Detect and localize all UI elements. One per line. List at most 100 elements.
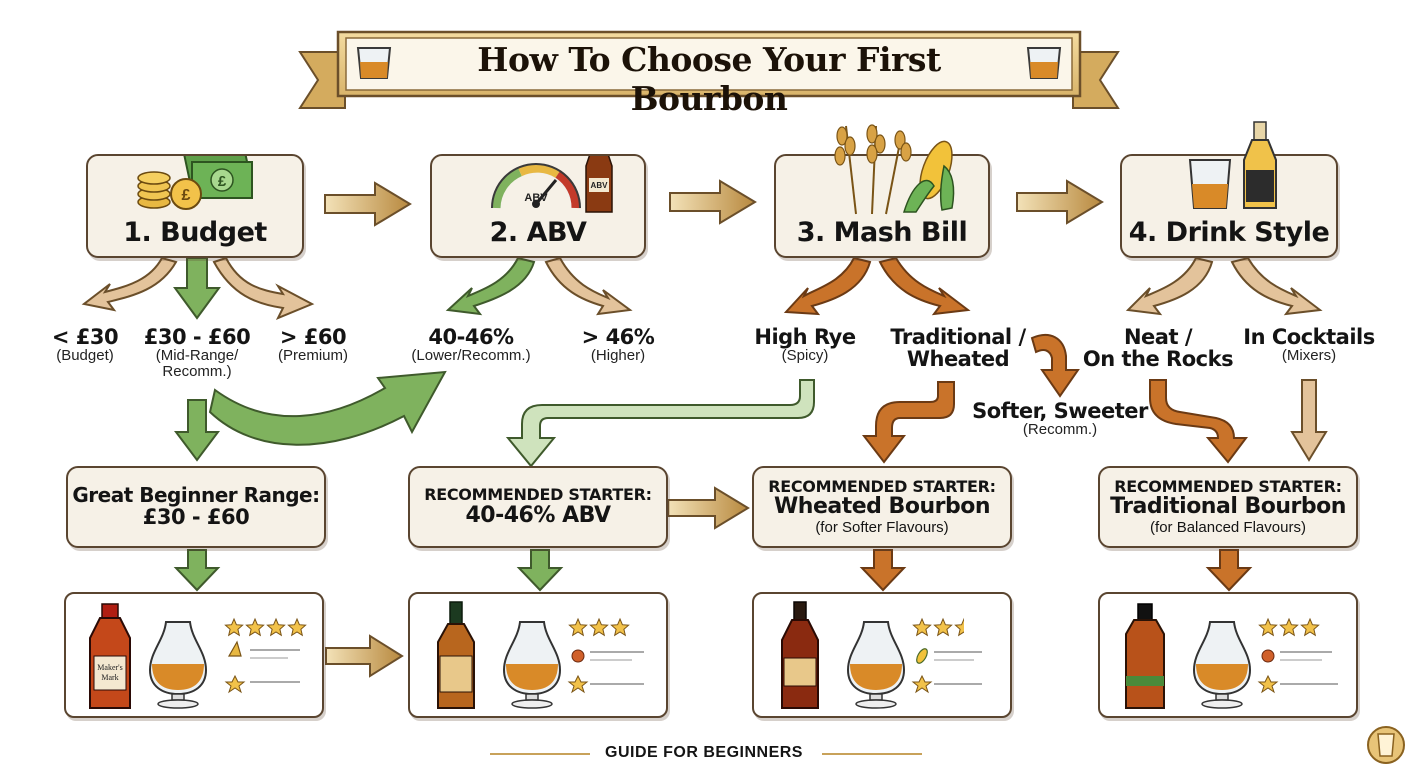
result-abv-starter: RECOMMENDED STARTER: 40-46% ABV: [408, 466, 668, 548]
glencairn-glass-icon: [1192, 621, 1252, 709]
abv-gauge-icon: ABV ABV: [491, 156, 613, 213]
footer-label: GUIDE FOR BEGINNERS: [605, 744, 803, 761]
whisky-glass-icon: [356, 47, 392, 79]
step-mash-bill: 3. Mash Bill: [774, 124, 990, 258]
step-title: 4. Drink Style: [1128, 217, 1330, 248]
option-budget-high: > £60 (Premium): [278, 325, 348, 365]
caramel-icon: [227, 640, 242, 657]
step-drink-style: 4. Drink Style: [1120, 121, 1338, 258]
svg-text:ABV: ABV: [591, 181, 609, 190]
option-high-rye: High Rye (Spicy): [754, 325, 856, 365]
step-budget: £ £ 1. Budget: [86, 154, 304, 258]
svg-text:£: £: [182, 187, 191, 204]
bottle-icon: [1243, 121, 1277, 209]
arrow-mash-high-rye: [783, 256, 872, 316]
rating-star-icon: [245, 617, 265, 637]
product-card-2: [408, 592, 668, 718]
bottle-icon: [781, 601, 819, 709]
rating-star-icon: [610, 617, 630, 637]
rating-star-icon: [266, 617, 286, 637]
money-icon: £ £: [137, 156, 253, 210]
option-in-cocktails: In Cocktails (Mixers): [1243, 325, 1375, 365]
glencairn-glass-icon: [846, 621, 906, 709]
arrow-cocktails-to-traditional: [1290, 379, 1328, 462]
page-title: How To Choose Your First Bourbon: [477, 40, 941, 118]
svg-text:Mark: Mark: [101, 673, 118, 682]
option-softer-sweeter: Softer, Sweeter (Recomm.): [972, 399, 1148, 439]
arrow-abv-low: [445, 256, 536, 316]
spice-icon: [571, 649, 585, 663]
arrow-starter-to-product2: [516, 549, 564, 592]
arrow-wheated-to-product3: [859, 549, 907, 592]
star-icon: [567, 674, 589, 694]
svg-text:Maker's: Maker's: [97, 663, 122, 672]
arrow-budget-low: [81, 256, 178, 312]
arrow-traditional-to-softer: [1030, 333, 1080, 398]
option-traditional-wheated: Traditional / Wheated: [890, 325, 1026, 372]
svg-text:£: £: [218, 173, 227, 190]
glencairn-glass-icon: [148, 621, 208, 709]
option-budget-low: < £30 (Budget): [51, 325, 119, 365]
bottle-icon: [1125, 603, 1165, 709]
banknote-icon: £: [181, 156, 253, 199]
star-icon: [1257, 674, 1279, 694]
product-card-1: Maker's Mark: [64, 592, 324, 718]
arrow-starter-to-wheated: [667, 486, 750, 530]
spice-icon: [1261, 649, 1275, 663]
star-icon: [224, 674, 246, 694]
arrow-style-neat: [1125, 256, 1214, 316]
result-traditional-starter: RECOMMENDED STARTER: Traditional Bourbon…: [1098, 466, 1358, 548]
corner-logo-icon: [1367, 726, 1405, 764]
svg-text:ABV: ABV: [524, 192, 548, 204]
step-abv: ABV ABV 2. ABV: [430, 154, 646, 258]
tumbler-icon: [1188, 159, 1232, 209]
rating-star-icon: [1258, 617, 1278, 637]
rating-star-icon: [912, 617, 932, 637]
step-title: 3. Mash Bill: [796, 217, 968, 248]
coins-icon: [137, 171, 171, 209]
drinks-icon: [1188, 121, 1277, 209]
corn-icon: [902, 140, 955, 213]
product-card-3: [752, 592, 1012, 718]
result-wheated-starter: RECOMMENDED STARTER: Wheated Bourbon (fo…: [752, 466, 1012, 548]
arrow-mash-to-style: [1016, 179, 1104, 225]
option-abv-high: > 46% (Higher): [581, 325, 655, 365]
product-card-4: [1098, 592, 1358, 718]
result-beginner-range: Great Beginner Range: £30 - £60: [66, 466, 326, 548]
rating-star-icon: [568, 617, 588, 637]
rating-star-icon: [287, 617, 307, 637]
bottle-icon: Maker's Mark: [89, 603, 131, 709]
half-star-icon: [954, 617, 964, 637]
grains-icon: [834, 124, 955, 215]
rating-star-icon: [1300, 617, 1320, 637]
option-abv-low: 40-46% (Lower/Recomm.): [411, 325, 531, 365]
arrow-budget-high: [212, 256, 315, 320]
arrow-traditional-to-wheated: [861, 381, 955, 464]
bottle-icon: ABV: [585, 156, 613, 213]
arrow-product1-to-product2: [325, 634, 404, 678]
arrow-rye-to-starter: [505, 379, 815, 468]
glencairn-glass-icon: [502, 621, 562, 709]
arrow-budget-mid: [173, 257, 221, 320]
arrow-range-to-product1: [173, 549, 221, 592]
arrow-abv-high: [544, 256, 633, 316]
rating-star-icon: [224, 617, 244, 637]
star-icon: [911, 674, 933, 694]
arrow-mid-to-abv: [208, 370, 447, 446]
corn-icon: [916, 648, 928, 664]
arrow-budget-to-abv: [324, 181, 412, 227]
rating-star-icon: [933, 617, 953, 637]
step-title: 1. Budget: [123, 217, 267, 248]
arrow-mash-traditional: [878, 256, 971, 316]
step-title: 2. ABV: [489, 217, 587, 248]
arrow-mid-to-range: [174, 399, 220, 462]
title-banner: [298, 30, 1120, 109]
rating-star-icon: [589, 617, 609, 637]
whisky-glass-icon: [1026, 47, 1062, 79]
rating-star-icon: [1279, 617, 1299, 637]
option-budget-mid: £30 - £60 (Mid-Range/ Recomm.): [143, 325, 251, 380]
arrow-traditional-to-product4: [1205, 549, 1253, 592]
bottle-icon: [437, 601, 475, 709]
